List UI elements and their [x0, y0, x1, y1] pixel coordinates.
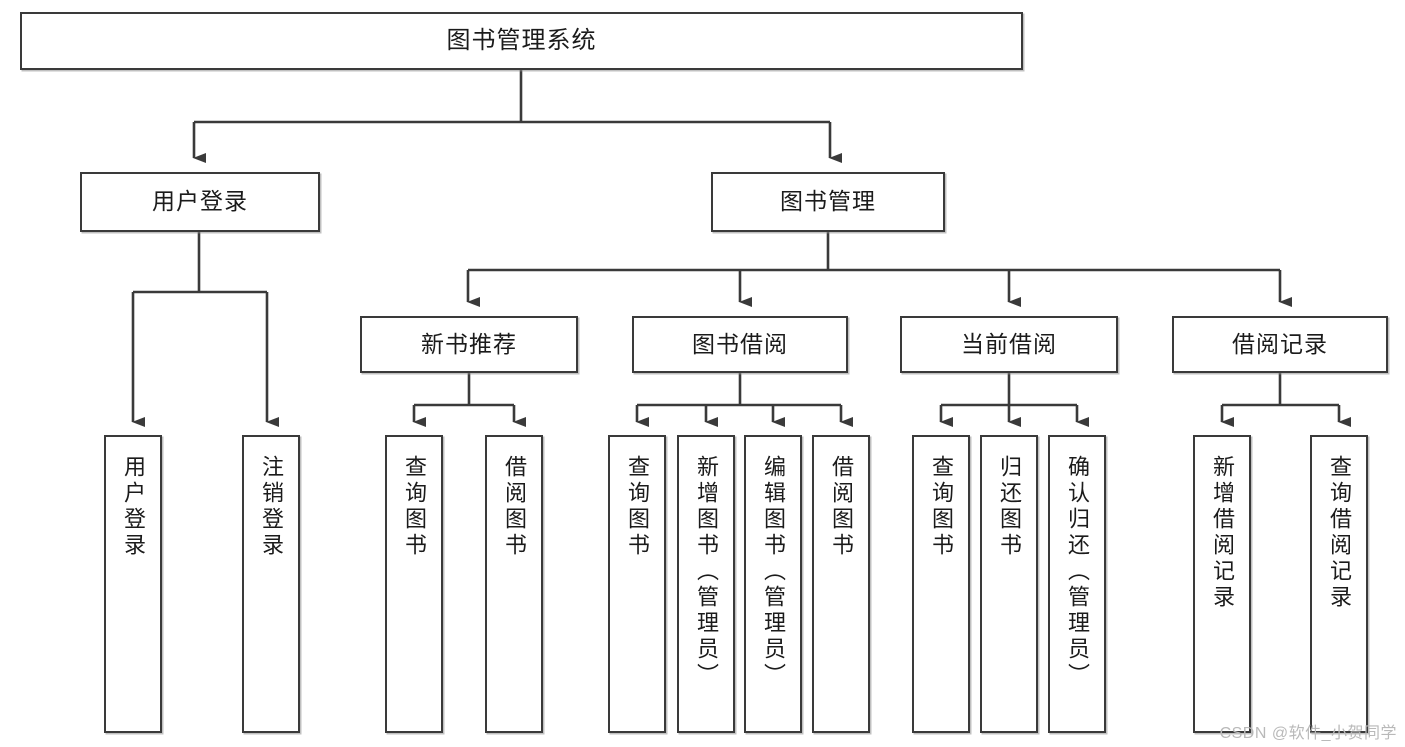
leaf-current-confirm-return-admin[interactable]: 确认归还（管理员） — [1048, 435, 1106, 733]
node-new-book-recommend[interactable]: 新书推荐 — [360, 316, 578, 373]
node-label: 新书推荐 — [421, 330, 517, 357]
leaf-recommend-query-book[interactable]: 查询图书 — [385, 435, 443, 733]
leaf-borrow-borrow-book[interactable]: 借阅图书 — [812, 435, 870, 733]
node-label: 借阅记录 — [1232, 330, 1328, 357]
node-label: 图书管理 — [780, 188, 876, 215]
leaf-borrow-add-book-admin[interactable]: 新增图书（管理员） — [677, 435, 735, 733]
node-label: 确认归还（管理员） — [1065, 455, 1090, 689]
node-label: 当前借阅 — [961, 330, 1057, 357]
leaf-borrow-edit-book-admin[interactable]: 编辑图书（管理员） — [744, 435, 802, 733]
leaf-recommend-borrow-book[interactable]: 借阅图书 — [485, 435, 543, 733]
node-book-borrow[interactable]: 图书借阅 — [632, 316, 848, 373]
node-label: 图书管理系统 — [446, 26, 597, 54]
node-label: 借阅图书 — [502, 455, 527, 559]
node-label: 查询图书 — [929, 455, 954, 559]
node-current-borrow[interactable]: 当前借阅 — [900, 316, 1118, 373]
watermark-text: CSDN @软件_小贺同学 — [1219, 725, 1397, 742]
leaf-record-add-record[interactable]: 新增借阅记录 — [1193, 435, 1251, 733]
node-label: 注销登录 — [259, 455, 284, 559]
node-label: 图书借阅 — [692, 330, 788, 357]
node-label: 查询借阅记录 — [1327, 455, 1352, 611]
node-label: 新增借阅记录 — [1210, 455, 1235, 611]
leaf-current-query-book[interactable]: 查询图书 — [912, 435, 970, 733]
leaf-current-return-book[interactable]: 归还图书 — [980, 435, 1038, 733]
node-label: 归还图书 — [997, 455, 1022, 559]
node-root-library-system[interactable]: 图书管理系统 — [20, 12, 1023, 70]
node-book-management[interactable]: 图书管理 — [711, 172, 945, 232]
leaf-record-query-record[interactable]: 查询借阅记录 — [1310, 435, 1368, 733]
node-label: 查询图书 — [402, 455, 427, 559]
leaf-borrow-query-book[interactable]: 查询图书 — [608, 435, 666, 733]
node-user-login[interactable]: 用户登录 — [80, 172, 320, 232]
node-label: 用户登录 — [121, 455, 146, 559]
node-label: 用户登录 — [152, 188, 248, 215]
node-label: 编辑图书（管理员） — [761, 455, 786, 689]
node-label: 借阅图书 — [829, 455, 854, 559]
leaf-user-login-login[interactable]: 用户登录 — [104, 435, 162, 733]
node-borrow-record[interactable]: 借阅记录 — [1172, 316, 1388, 373]
node-label: 新增图书（管理员） — [694, 455, 719, 689]
node-label: 查询图书 — [625, 455, 650, 559]
leaf-user-login-logout[interactable]: 注销登录 — [242, 435, 300, 733]
